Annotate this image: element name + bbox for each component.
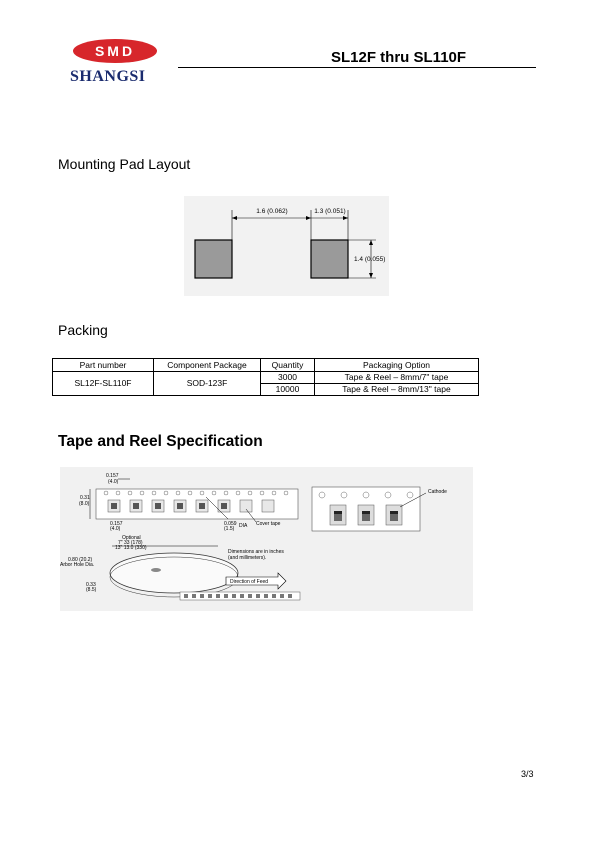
cell-package: SOD-123F [153, 371, 261, 396]
left-pad [194, 239, 233, 279]
cell-part-number: SL12F-SL110F [52, 371, 154, 396]
tape-reel-diagram: 0.157 (4.0) 0.31 (8.0) 0.157 (4.0) 0.059… [60, 467, 473, 611]
dim-pocket-mm: (4.0) [110, 526, 121, 532]
col-quantity: Quantity [260, 358, 315, 372]
dim-gap: 1.6 (0.062) [256, 208, 287, 215]
cathode-label: Cathode [428, 489, 447, 495]
col-part-number: Part number [52, 358, 154, 372]
reel [109, 552, 239, 594]
table-row: 10000 Tape & Reel – 8mm/13" tape [53, 383, 479, 396]
cell-quantity: 10000 [260, 383, 315, 396]
dim-width-in: 0.31 [80, 495, 90, 501]
header-rule [178, 67, 536, 68]
cover-tape-label: Cover tape [256, 521, 281, 527]
note-line1: Dimensions are in inches [228, 549, 284, 555]
feed-label: Direction of Feed [230, 579, 268, 585]
right-pad [310, 239, 349, 279]
reel-width: 0.33 [86, 582, 96, 588]
dim-width-mm: (8.0) [79, 501, 90, 507]
page-number: 3/3 [521, 769, 534, 779]
dim-pitch: 0.157 [106, 473, 119, 479]
reel-optional: Optional [122, 535, 141, 541]
dim-hole-mm: (1.5) [224, 526, 235, 532]
reel-width-mm: (8.5) [86, 587, 97, 593]
tape-heading: Tape and Reel Specification [58, 433, 263, 450]
dim-pocket: 0.157 [110, 521, 123, 527]
feed-arrow-icon [225, 572, 287, 590]
logo-smd-text: SMD [95, 43, 135, 59]
reel-13: 13" 13.0 (330) [115, 545, 147, 551]
dim-pitch-mm: (4.0) [108, 479, 119, 485]
mounting-pad-diagram: 1.6 (0.062) 1.3 (0.051) 1.4 (0.055) [184, 196, 389, 296]
arbor-label: Arbor Hole Dia. [60, 562, 94, 568]
arbor-dim: 0.80 (20.2) [68, 557, 93, 563]
smd-logo: SMD [73, 39, 157, 63]
col-package: Component Package [153, 358, 261, 372]
dim-width: 1.3 (0.051) [314, 208, 345, 215]
table-row: SL12F-SL110F SOD-123F 3000 Tape & Reel –… [52, 371, 479, 396]
packing-heading: Packing [58, 322, 108, 338]
mounting-heading: Mounting Pad Layout [58, 156, 191, 172]
table-header-row: Part number Component Package Quantity P… [52, 358, 479, 372]
document-title: SL12F thru SL110F [331, 49, 467, 66]
cell-option: Tape & Reel – 8mm/7" tape [314, 371, 479, 384]
col-option: Packaging Option [314, 358, 479, 372]
cell-quantity: 3000 [260, 371, 315, 384]
dim-dia: DIA [239, 523, 248, 529]
note-line2: (and millimeters). [228, 555, 266, 561]
dim-height: 1.4 (0.055) [354, 256, 385, 263]
dim-hole: 0.059 [224, 521, 237, 527]
packing-table: Part number Component Package Quantity P… [52, 358, 479, 396]
logo-shangsi: SHANGSI [70, 68, 146, 85]
cell-option: Tape & Reel – 8mm/13" tape [314, 383, 479, 396]
reel-7: 7" 33 (178) [118, 540, 143, 546]
